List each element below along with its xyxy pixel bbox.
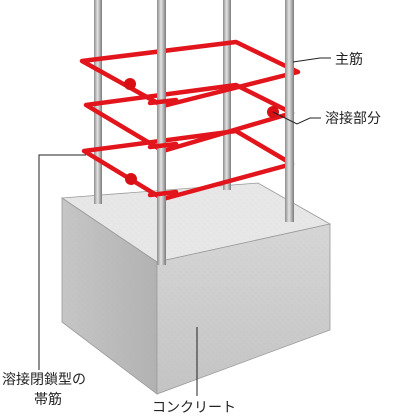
leader-hoop	[38, 154, 86, 370]
main-rebar-back-right	[223, 0, 231, 190]
weld-points	[124, 78, 279, 185]
main-rebar-front-right	[285, 0, 294, 222]
label-main-rebar: 主筋	[335, 51, 363, 68]
weld-dot-bottom	[125, 173, 137, 185]
hoop-top	[79, 39, 301, 109]
main-rebars-front	[157, 0, 294, 265]
hoops	[79, 39, 301, 202]
leader-weld	[272, 111, 321, 125]
main-rebar-front-left	[157, 0, 166, 265]
label-concrete: コンクリート	[152, 400, 236, 416]
label-hoop-line1: 溶接閉鎖型の	[2, 371, 86, 388]
concrete-block	[60, 182, 332, 395]
weld-dot-top	[124, 78, 136, 90]
label-hoop-line2: 帯筋	[34, 391, 62, 408]
leader-lines	[38, 57, 331, 396]
hoop-middle	[83, 82, 295, 154]
leader-main-rebar	[292, 57, 331, 63]
label-weld-point: 溶接部分	[325, 110, 381, 127]
